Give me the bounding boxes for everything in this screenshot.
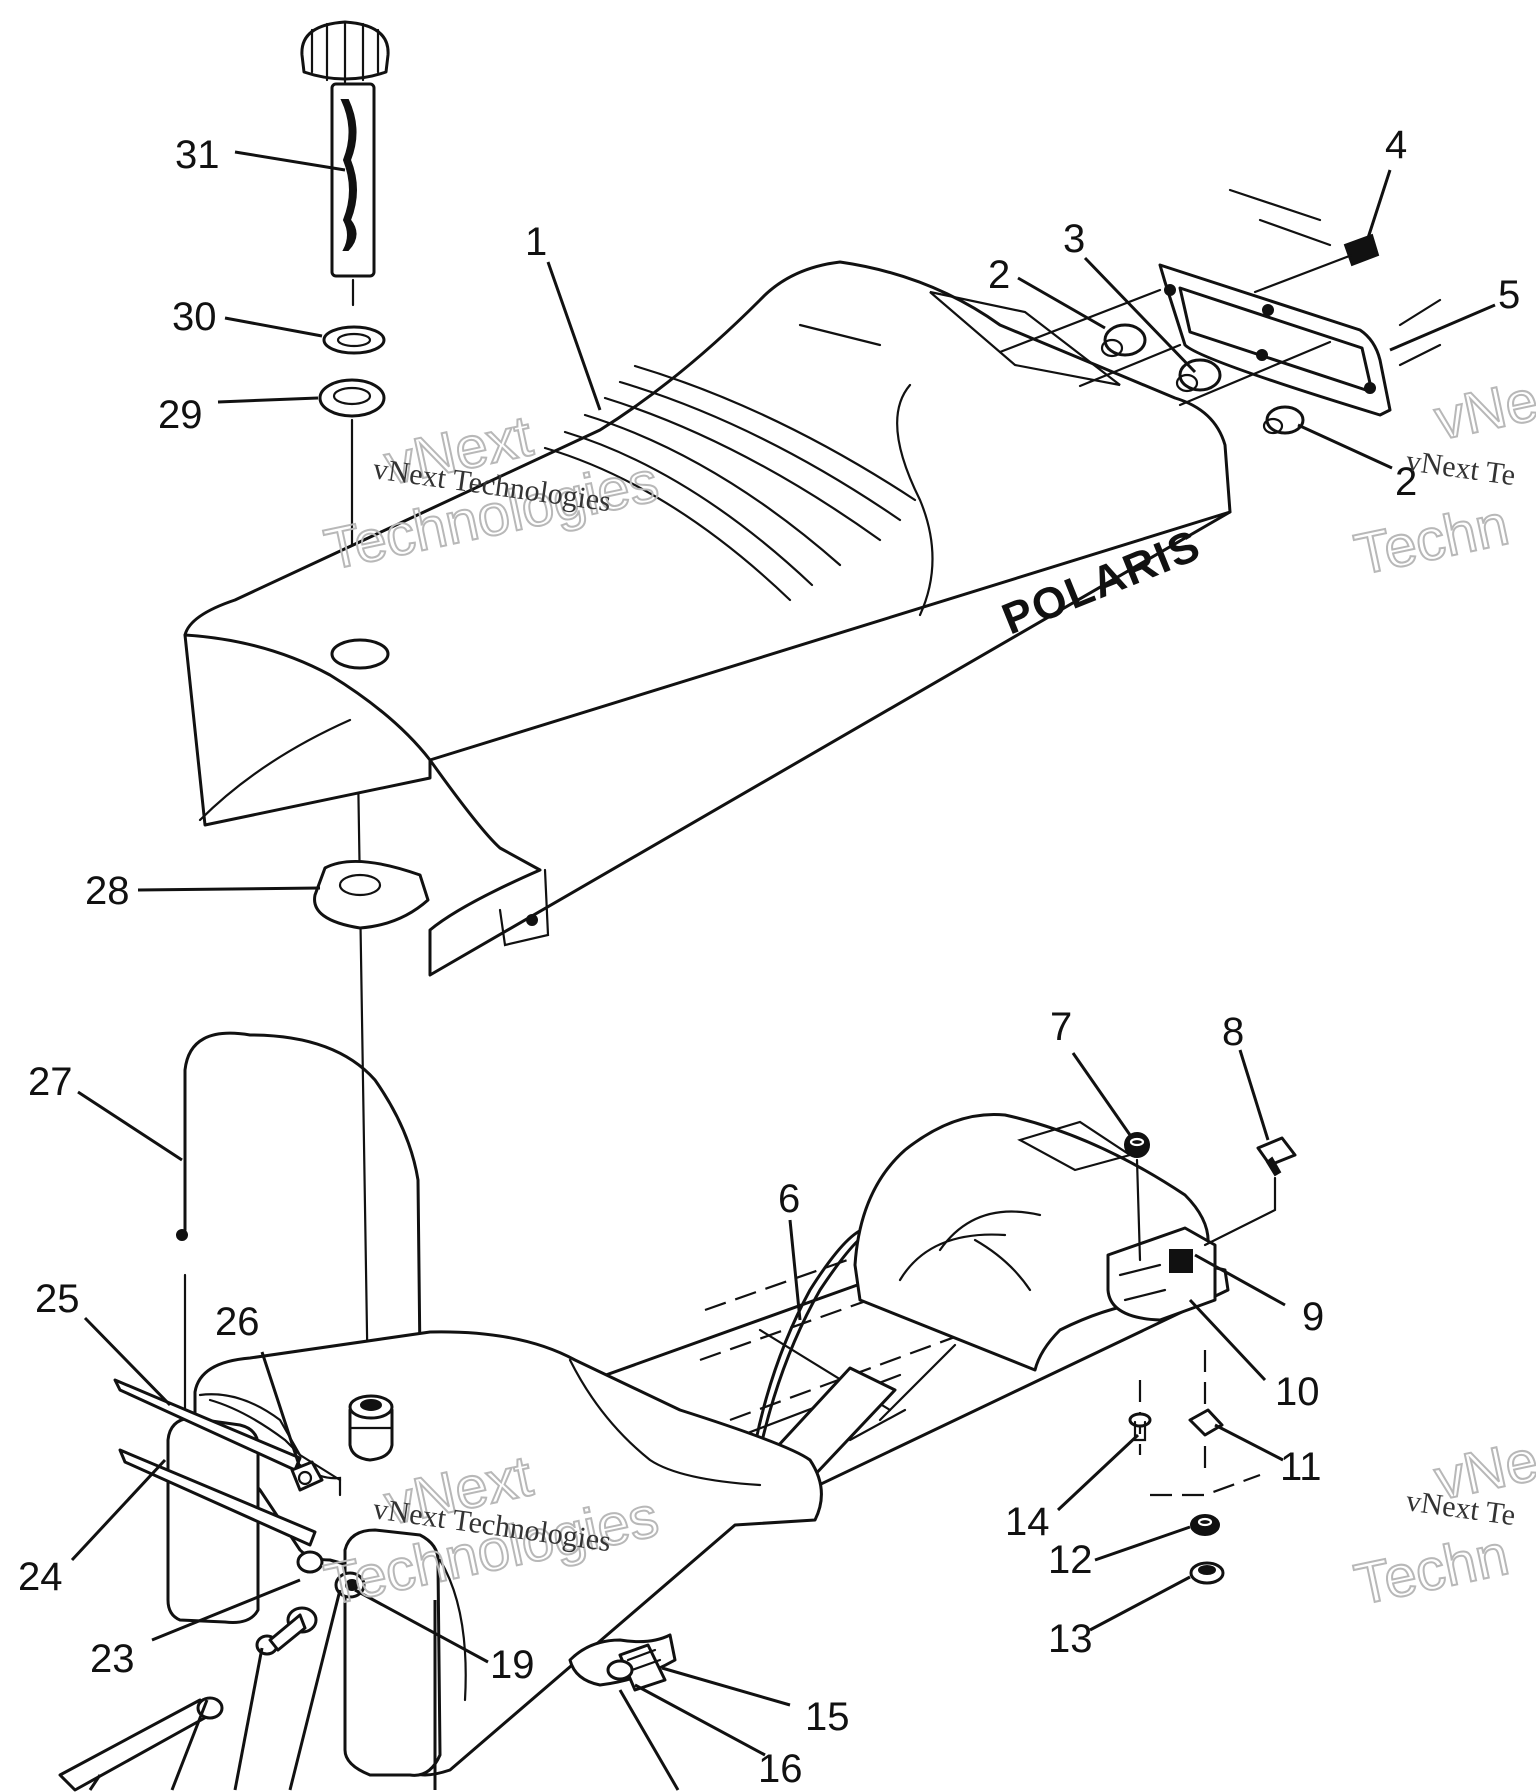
callout-24: 24 xyxy=(18,1555,63,1599)
screw-14 xyxy=(1128,1412,1152,1442)
vent-hose xyxy=(183,1031,422,1362)
callout-5: 5 xyxy=(1498,273,1520,317)
callout-28: 28 xyxy=(85,869,130,913)
clip-11 xyxy=(1188,1408,1224,1437)
clip-8 xyxy=(1256,1136,1297,1177)
callout-30: 30 xyxy=(172,295,217,339)
bulb-3 xyxy=(1175,358,1222,393)
callout-3: 3 xyxy=(1063,217,1085,261)
storage-box xyxy=(853,1112,1217,1372)
callout-9: 9 xyxy=(1302,1295,1324,1339)
taillight-lens xyxy=(1158,188,1442,417)
callout-23: 23 xyxy=(90,1637,135,1681)
grommet-29 xyxy=(318,378,386,418)
leader-lines xyxy=(70,150,1496,1791)
watermark-small-right-top: vNext Te xyxy=(1404,444,1517,492)
filler-neck xyxy=(348,1394,394,1462)
nut-13 xyxy=(1189,1561,1225,1585)
gasket-30 xyxy=(322,325,386,355)
callout-19: 19 xyxy=(490,1643,535,1687)
callout-15: 15 xyxy=(805,1695,850,1739)
nut-7 xyxy=(1124,1132,1150,1158)
washer-28 xyxy=(313,860,430,930)
callout-8: 8 xyxy=(1222,1010,1244,1054)
callout-16: 16 xyxy=(758,1747,803,1791)
washer-12 xyxy=(1190,1514,1220,1536)
watermark-big-right-top-1: vNe xyxy=(1429,368,1536,453)
callout-11: 11 xyxy=(1280,1445,1322,1489)
callout-2a: 2 xyxy=(988,253,1010,297)
screw-4 xyxy=(1253,233,1380,294)
callout-10: 10 xyxy=(1275,1370,1320,1414)
callout-12: 12 xyxy=(1048,1538,1093,1582)
fuel-valve-26 xyxy=(290,1460,324,1492)
watermark-big-right-bottom-2: Techn xyxy=(1349,1522,1514,1618)
fuel-gauge-cap xyxy=(300,20,390,278)
callout-2b: 2 xyxy=(1395,460,1417,504)
bulb-2a xyxy=(1100,323,1147,358)
callout-labels: 31 30 29 1 2 3 4 5 2 28 27 6 7 8 9 10 11… xyxy=(18,123,1520,1791)
fuel-fitting-23 xyxy=(58,1550,366,1792)
callout-31: 31 xyxy=(175,133,220,177)
callout-25: 25 xyxy=(35,1277,80,1321)
callout-7: 7 xyxy=(1050,1005,1072,1049)
seat xyxy=(183,260,1232,977)
callout-29: 29 xyxy=(158,393,203,437)
callout-6: 6 xyxy=(778,1177,800,1221)
callout-13: 13 xyxy=(1048,1617,1093,1661)
drain-nut-16 xyxy=(606,1659,634,1681)
watermark-big-right-top-2: Techn xyxy=(1349,492,1514,588)
bulb-2b xyxy=(1262,405,1305,435)
callout-27: 27 xyxy=(28,1060,73,1104)
callout-4: 4 xyxy=(1385,123,1407,167)
fuel-line-24 xyxy=(118,1448,317,1547)
drain-fitting-15 xyxy=(618,1643,667,1692)
callout-1: 1 xyxy=(525,220,547,264)
callout-26: 26 xyxy=(215,1300,260,1344)
callout-14: 14 xyxy=(1005,1500,1050,1544)
